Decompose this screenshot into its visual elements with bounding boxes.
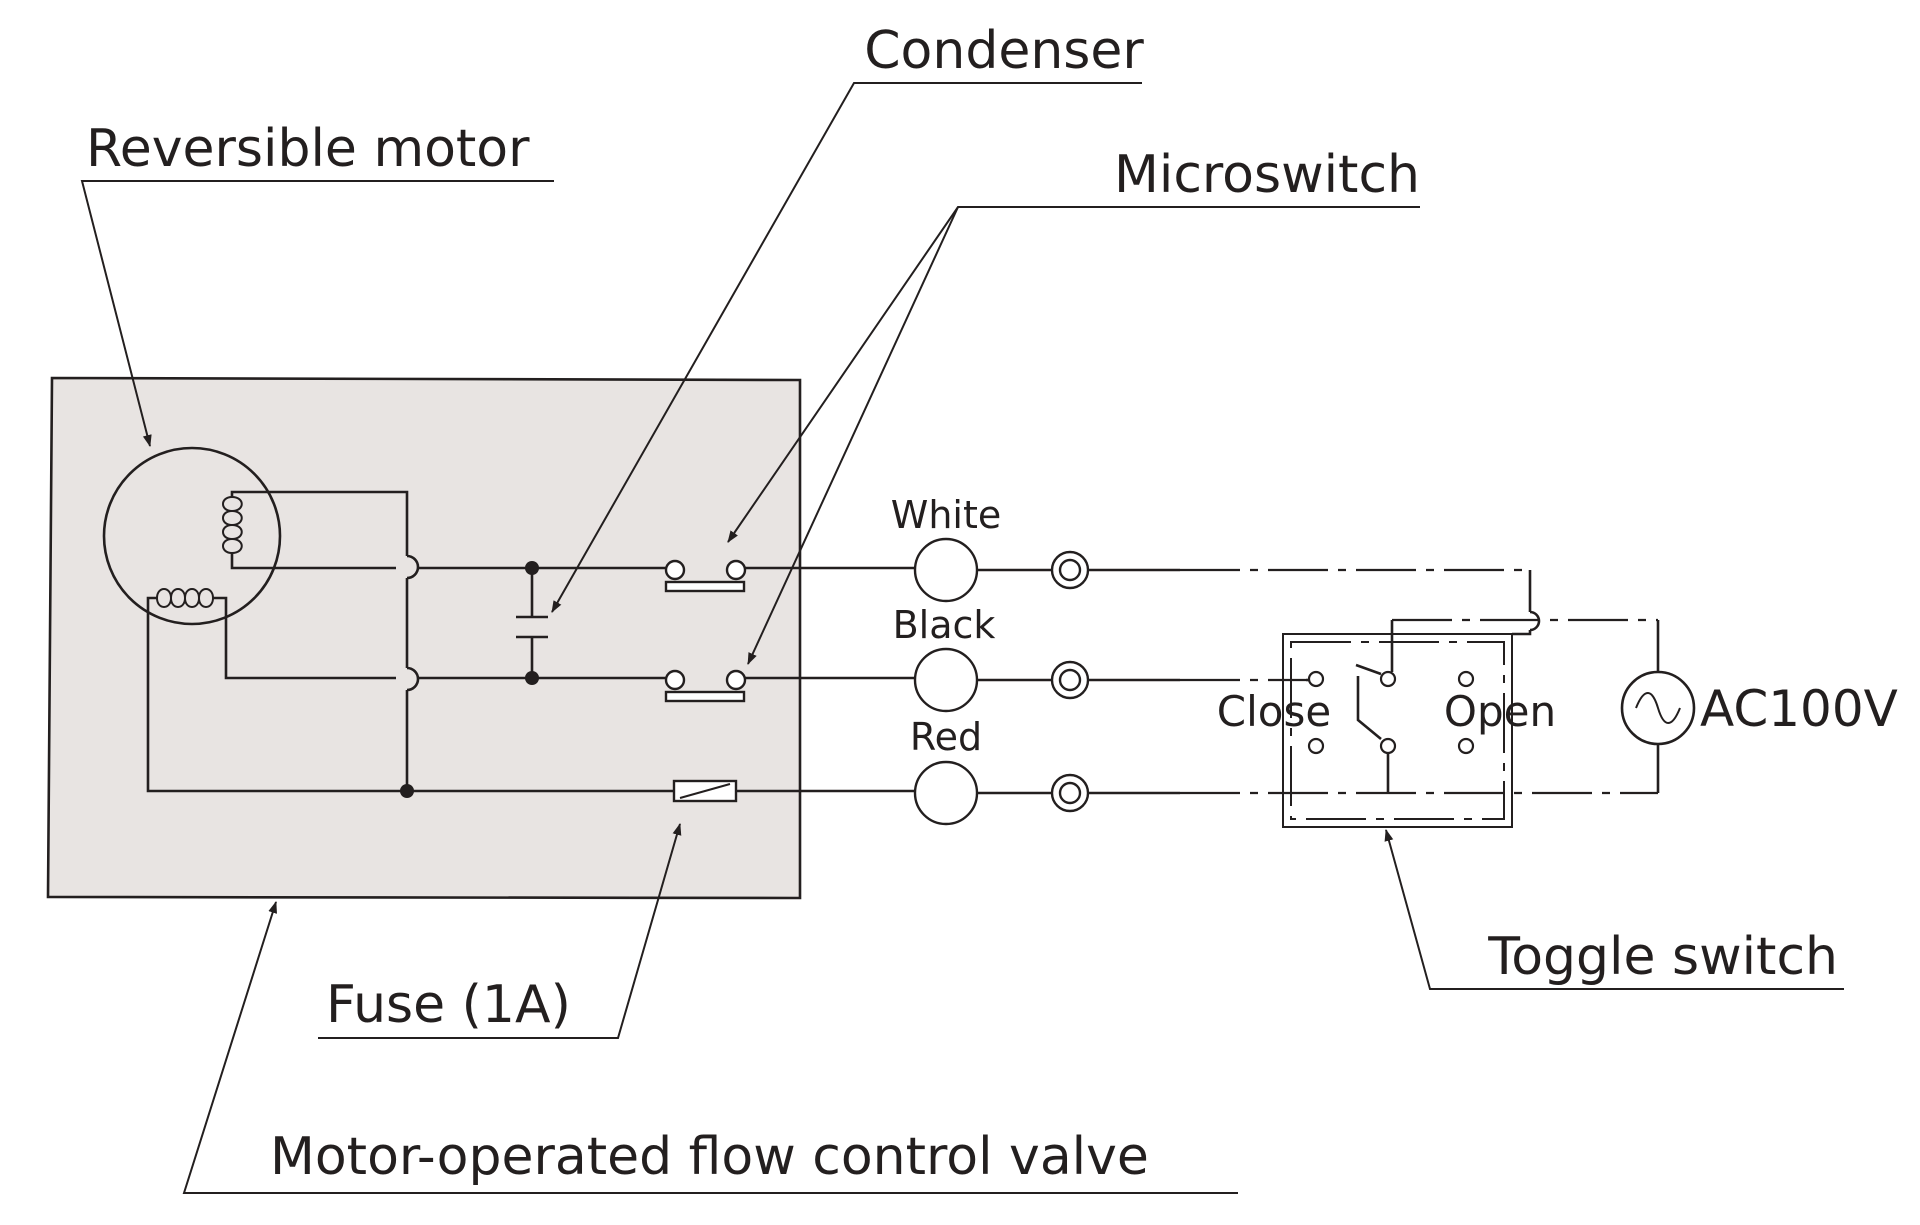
fuse-leader	[318, 823, 682, 1039]
ac-source-icon	[1620, 670, 1696, 746]
microswitch-leader-2	[747, 206, 959, 665]
field-wire-solid	[1088, 568, 1180, 795]
wire-white-label: White	[891, 493, 1002, 537]
toggle-wire	[1386, 620, 1394, 793]
microswitch-2	[664, 669, 916, 703]
motor-wire-top	[230, 490, 409, 556]
terminal-icon	[1050, 773, 1090, 813]
field-wire-white-end	[1512, 630, 1532, 636]
microswitch-leader-1	[727, 206, 1420, 543]
valve-label: Motor-operated flow control valve	[270, 1127, 1149, 1187]
wire-white-circle	[913, 537, 979, 603]
toggle-contact	[1457, 670, 1475, 688]
coil-icon-2	[156, 588, 215, 608]
reversible-motor-label: Reversible motor	[86, 119, 530, 179]
toggle-contact	[1379, 737, 1397, 755]
motor-wire-junction-hop-2	[406, 666, 420, 692]
toggle-contact	[1379, 670, 1397, 688]
toggle-switch-box	[1282, 633, 1513, 828]
toggle-contact	[1307, 670, 1325, 688]
wire-red-circle	[913, 760, 979, 826]
wire-black-circle	[913, 647, 979, 713]
toggle-switch-leader	[1384, 829, 1844, 990]
toggle-contact	[1457, 737, 1475, 755]
terminal-icon	[1050, 660, 1090, 700]
toggle-open-label: Open	[1444, 687, 1556, 736]
wire-red-label: Red	[910, 715, 982, 759]
motor-wire-to-white	[230, 553, 666, 570]
junction-dot	[400, 784, 414, 798]
wire-black-label: Black	[893, 603, 996, 647]
toggle-contact	[1307, 737, 1325, 755]
motor-circle	[102, 446, 282, 626]
toggle-switch-label: Toggle switch	[1487, 927, 1838, 987]
valve-body-box	[46, 376, 802, 900]
motor-wire-to-black	[213, 596, 666, 680]
coil-icon	[222, 496, 243, 555]
toggle-lever	[1355, 663, 1382, 741]
terminal-icon	[1050, 550, 1090, 590]
toggle-close-label: Close	[1217, 687, 1331, 736]
condenser-leader	[551, 82, 1142, 613]
reversible-motor-leader	[80, 180, 554, 447]
valve-leader	[182, 901, 1238, 1194]
capacitor-icon	[516, 568, 548, 678]
microswitch-label: Microswitch	[1114, 145, 1420, 205]
power-label: AC100V	[1700, 680, 1898, 738]
condenser-label: Condenser	[864, 21, 1144, 81]
fuse-label: Fuse (1A)	[326, 975, 571, 1035]
fuse-icon	[672, 779, 738, 803]
microswitch-1	[664, 559, 916, 593]
motor-wire-junction-hop-1	[406, 554, 420, 580]
wire-segment	[977, 568, 1052, 795]
